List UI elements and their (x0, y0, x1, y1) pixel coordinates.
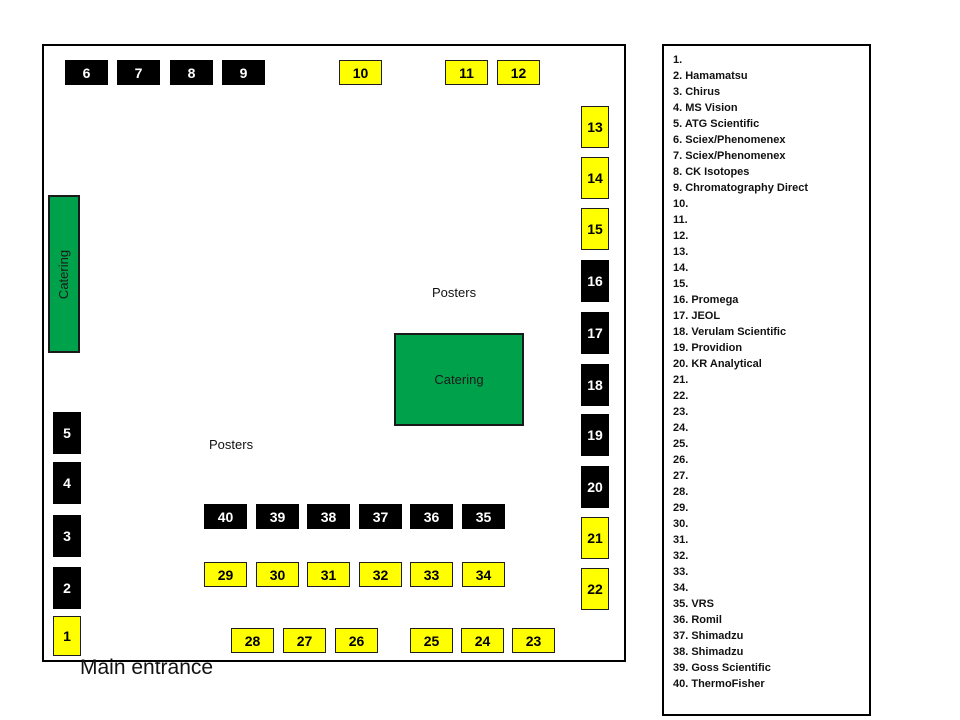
exhibition-floor (42, 44, 626, 662)
booth-14: 14 (581, 157, 609, 199)
legend-entry: 8. CK Isotopes (673, 166, 750, 178)
legend-entry: 33. (673, 566, 689, 578)
legend-entry: 18. Verulam Scientific (673, 326, 787, 338)
legend-entry: 21. (673, 374, 689, 386)
booth-25: 25 (410, 628, 453, 653)
legend-entry: 39. Goss Scientific (673, 662, 771, 674)
booth-19: 19 (581, 414, 609, 456)
legend-entry: 23. (673, 406, 689, 418)
legend-entry: 22. (673, 390, 689, 402)
booth-23: 23 (512, 628, 555, 653)
booth-27: 27 (283, 628, 326, 653)
legend-entry: 2. Hamamatsu (673, 70, 748, 82)
legend-entry: 34. (673, 582, 689, 594)
legend-entry: 20. KR Analytical (673, 358, 762, 370)
legend-entry: 29. (673, 502, 689, 514)
legend-entry: 30. (673, 518, 689, 530)
legend-entry: 10. (673, 198, 689, 210)
legend-entry: 36. Romil (673, 614, 722, 626)
booth-37: 37 (359, 504, 402, 529)
legend-entry: 40. ThermoFisher (673, 678, 765, 690)
legend-entry: 6. Sciex/Phenomenex (673, 134, 786, 146)
legend-entry: 32. (673, 550, 689, 562)
booth-33: 33 (410, 562, 453, 587)
legend-entry: 11. (673, 214, 688, 226)
booth-39: 39 (256, 504, 299, 529)
booth-28: 28 (231, 628, 274, 653)
booth-8: 8 (170, 60, 213, 85)
booth-7: 7 (117, 60, 160, 85)
booth-10: 10 (339, 60, 382, 85)
legend-entry: 7. Sciex/Phenomenex (673, 150, 786, 162)
catering-label: Catering (56, 249, 72, 299)
legend-entry: 3. Chirus (673, 86, 721, 98)
booth-5: 5 (53, 412, 81, 454)
booth-3: 3 (53, 515, 81, 557)
booth-31: 31 (307, 562, 350, 587)
catering-area-left: Catering (48, 195, 80, 353)
booth-34: 34 (462, 562, 505, 587)
booth-40: 40 (204, 504, 247, 529)
booth-2: 2 (53, 567, 81, 609)
legend-entry: 19. Providion (673, 342, 743, 354)
legend-entry: 9. Chromatography Direct (673, 182, 809, 194)
legend-entry: 24. (673, 422, 689, 434)
legend-entry: 15. (673, 278, 689, 290)
legend-entry: 27. (673, 470, 689, 482)
legend-entry: 35. VRS (673, 598, 714, 610)
booth-26: 26 (335, 628, 378, 653)
legend-entry: 4. MS Vision (673, 102, 738, 114)
booth-11: 11 (445, 60, 488, 85)
booth-21: 21 (581, 517, 609, 559)
booth-20: 20 (581, 466, 609, 508)
legend-entry: 14. (673, 262, 689, 274)
booth-9: 9 (222, 60, 265, 85)
legend-entry: 28. (673, 486, 689, 498)
booth-6: 6 (65, 60, 108, 85)
booth-13: 13 (581, 106, 609, 148)
booth-38: 38 (307, 504, 350, 529)
posters-label-right: Posters (432, 285, 477, 300)
legend-entry: 1. (673, 54, 683, 66)
legend-entry: 38. Shimadzu (673, 646, 744, 658)
booth-22: 22 (581, 568, 609, 610)
booth-4: 4 (53, 462, 81, 504)
legend-entry: 25. (673, 438, 689, 450)
exhibitor-legend: 1. 2. Hamamatsu 3. Chirus 4. MS Vision 5. AT… (662, 44, 871, 716)
booth-16: 16 (581, 260, 609, 302)
booth-24: 24 (461, 628, 504, 653)
legend-entry: 17. JEOL (673, 310, 721, 322)
booth-12: 12 (497, 60, 540, 85)
booth-36: 36 (410, 504, 453, 529)
booth-15: 15 (581, 208, 609, 250)
posters-label-left: Posters (209, 437, 254, 452)
legend-entry: 26. (673, 454, 689, 466)
catering-label: Catering (434, 372, 484, 387)
legend-entry: 5. ATG Scientific (673, 118, 760, 130)
legend-entry: 12. (673, 230, 689, 242)
booth-32: 32 (359, 562, 402, 587)
legend-entry: 16. Promega (673, 294, 739, 306)
booth-35: 35 (462, 504, 505, 529)
booth-1: 1 (53, 616, 81, 656)
booth-29: 29 (204, 562, 247, 587)
legend-entry: 31. (673, 534, 689, 546)
main-entrance-label: Main entrance (80, 656, 214, 679)
legend-entry: 37. Shimadzu (673, 630, 744, 642)
booth-30: 30 (256, 562, 299, 587)
booth-17: 17 (581, 312, 609, 354)
booth-18: 18 (581, 364, 609, 406)
legend-entry: 13. (673, 246, 689, 258)
catering-area-center: Catering (394, 333, 524, 426)
